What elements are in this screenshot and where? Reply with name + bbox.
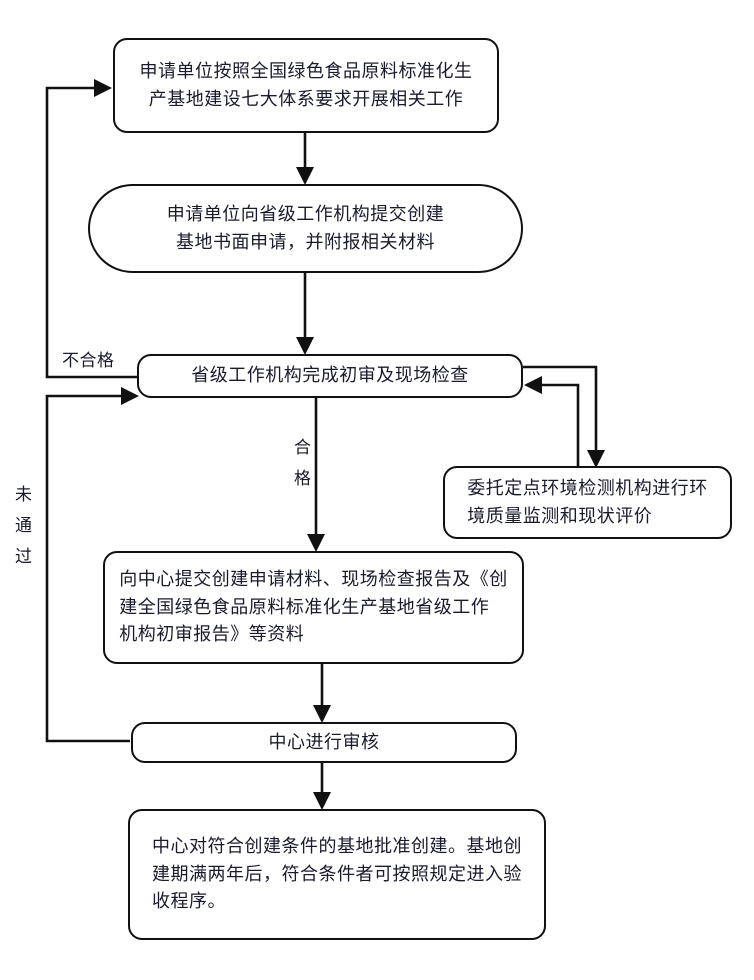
node-applicant-work[interactable]: 申请单位按照全国绿色食品原料标准化生 产基地建设七大体系要求开展相关工作 (113, 38, 499, 133)
node-environment-test[interactable]: 委托定点环境检测机构进行环 境质量监测和现状评价 (443, 466, 732, 539)
node-applicant-work-label: 申请单位按照全国绿色食品原料标准化生 产基地建设七大体系要求开展相关工作 (139, 60, 473, 109)
node-submit-application-label: 申请单位向省级工作机构提交创建 基地书面申请，并附报相关材料 (166, 203, 445, 252)
node-provincial-review-label: 省级工作机构完成初审及现场检查 (191, 365, 469, 386)
node-submit-to-center[interactable]: 向中心提交创建申请材料、现场检查报告及《创 建全国绿色食品原料标准化生产基地省级… (103, 551, 524, 664)
node-center-audit-label: 中心进行审核 (268, 731, 380, 752)
edge-n3-to-n4 (523, 365, 606, 469)
edge-label-qualified: 合格 (291, 438, 310, 500)
edge-n4-to-n3 (523, 375, 580, 466)
node-submit-to-center-label: 向中心提交创建申请材料、现场检查报告及《创 建全国绿色食品原料标准化生产基地省级… (119, 568, 508, 645)
node-environment-test-label: 委托定点环境检测机构进行环 境质量监测和现状评价 (467, 477, 708, 526)
edge-label-not-qualified: 不合格 (62, 351, 115, 370)
node-provincial-review[interactable]: 省级工作机构完成初审及现场检查 (137, 354, 523, 398)
node-approval-result-label: 中心对符合创建条件的基地批准创建。基地创 建期满两年后，符合条件者可按照规定进入… (152, 835, 522, 912)
node-submit-application[interactable]: 申请单位向省级工作机构提交创建 基地书面申请，并附报相关材料 (88, 184, 523, 273)
node-approval-result[interactable]: 中心对符合创建条件的基地批准创建。基地创 建期满两年后，符合条件者可按照规定进入… (128, 809, 546, 940)
edge-label-not-passed: 未通过 (12, 485, 31, 578)
node-center-audit[interactable]: 中心进行审核 (131, 722, 517, 763)
